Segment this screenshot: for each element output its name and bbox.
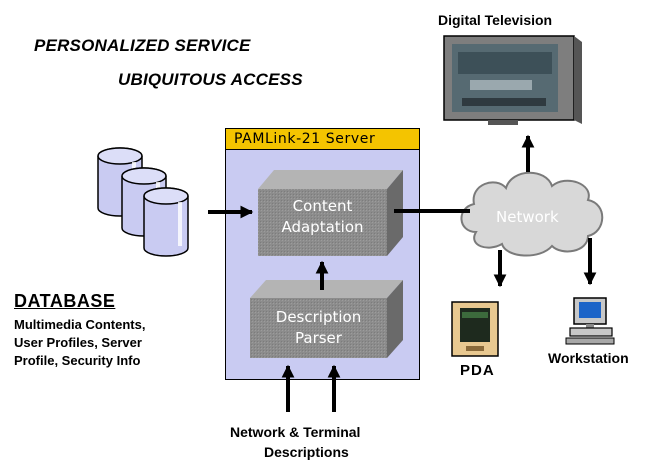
content-adaptation-box [258, 170, 403, 256]
network-terminal-label-line1: Network & Terminal [230, 424, 361, 440]
description-parser-line1: Description [275, 308, 362, 326]
description-parser-box [250, 280, 403, 358]
content-adaptation-line1: Content [292, 197, 353, 215]
description-parser-label: Description Parser [250, 307, 387, 349]
digital-television-icon [443, 35, 582, 125]
content-adaptation-label: Content Adaptation [258, 196, 387, 238]
content-adaptation-line2: Adaptation [281, 218, 364, 236]
database-line3: Profile, Security Info [14, 353, 141, 368]
network-label: Network [496, 208, 559, 226]
headline-ubiquitous-access: UBIQUITOUS ACCESS [118, 70, 303, 89]
pda-icon [451, 301, 499, 357]
description-parser-line2: Parser [295, 329, 342, 347]
pda-label: PDA [460, 362, 495, 379]
database-line1: Multimedia Contents, [14, 317, 146, 332]
server-title: PAMLink-21 Server [225, 128, 420, 150]
workstation-label: Workstation [548, 350, 629, 366]
database-line2: User Profiles, Server [14, 335, 142, 350]
workstation-icon [565, 297, 615, 345]
digital-television-label: Digital Television [438, 12, 553, 28]
database-title: DATABASE [14, 291, 116, 311]
headline-personalized-service: PERSONALIZED SERVICE [34, 36, 251, 55]
database-description: Multimedia Contents, User Profiles, Serv… [14, 316, 145, 370]
database-cylinders-icon [97, 147, 189, 257]
network-cloud-icon [460, 171, 604, 257]
network-terminal-label-line2: Descriptions [264, 444, 349, 460]
